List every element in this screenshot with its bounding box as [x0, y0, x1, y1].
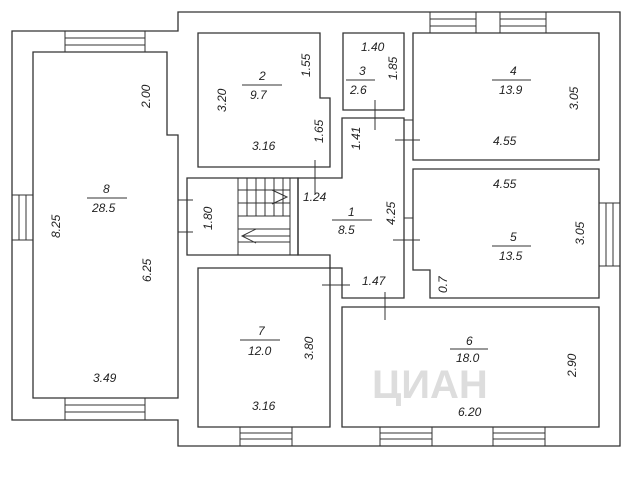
room-2-label: 2 9.7 3.20 1.55 1.65 3.16	[215, 53, 326, 153]
svg-text:1.24: 1.24	[303, 190, 327, 204]
svg-text:2.00: 2.00	[139, 84, 153, 109]
room-6-outline	[341, 306, 600, 428]
svg-text:4: 4	[510, 64, 517, 78]
svg-text:2.6: 2.6	[349, 83, 367, 97]
svg-text:3.49: 3.49	[93, 371, 117, 385]
svg-text:28.5: 28.5	[91, 201, 116, 215]
svg-text:2.90: 2.90	[565, 353, 579, 378]
room-3-label: 3 2.6 1.40 1.85	[346, 40, 400, 97]
room-8-label: 8 28.5 2.00 8.25 6.25 3.49	[49, 84, 154, 385]
svg-text:8.25: 8.25	[49, 214, 63, 238]
svg-text:2: 2	[258, 69, 266, 83]
room-2-outline	[197, 32, 331, 168]
svg-text:0.7: 0.7	[436, 275, 450, 293]
svg-text:1.65: 1.65	[312, 119, 326, 143]
watermark: ЦИАН	[372, 363, 488, 407]
svg-text:1.55: 1.55	[299, 53, 313, 77]
svg-text:8.5: 8.5	[338, 223, 355, 237]
staircase	[237, 178, 291, 255]
svg-text:1: 1	[348, 205, 355, 219]
svg-text:3.16: 3.16	[252, 139, 276, 153]
stair-dimension: 1.80	[201, 206, 215, 230]
svg-text:18.0: 18.0	[456, 351, 480, 365]
svg-text:4.55: 4.55	[493, 177, 517, 191]
svg-text:7: 7	[258, 324, 266, 338]
svg-text:3.20: 3.20	[215, 88, 229, 112]
svg-text:3.05: 3.05	[567, 86, 581, 110]
svg-text:1.85: 1.85	[386, 56, 400, 80]
room-3-outline	[342, 32, 405, 111]
room-5-outline	[412, 168, 600, 299]
stair-outline	[186, 177, 299, 256]
svg-text:6: 6	[466, 334, 473, 348]
room-1-label: 1 8.5 1.41 4.25 1.24 1.47	[303, 127, 398, 288]
doors	[178, 100, 420, 320]
svg-text:5: 5	[510, 230, 517, 244]
room-1-outline	[297, 117, 405, 299]
svg-text:1.40: 1.40	[361, 40, 385, 54]
room-4-label: 4 13.9 3.05 4.55	[492, 64, 581, 148]
svg-text:3: 3	[359, 64, 366, 78]
svg-text:4.55: 4.55	[493, 134, 517, 148]
svg-text:1.41: 1.41	[349, 127, 363, 150]
svg-text:3.05: 3.05	[573, 221, 587, 245]
svg-text:8: 8	[103, 182, 110, 196]
windows	[11, 11, 621, 447]
svg-text:6.25: 6.25	[140, 258, 154, 282]
svg-text:4.25: 4.25	[384, 201, 398, 225]
svg-text:3.16: 3.16	[252, 399, 276, 413]
svg-text:13.5: 13.5	[499, 249, 523, 263]
room-6-label: 6 18.0 2.90 6.20	[450, 334, 579, 419]
room-5-label: 5 13.5 4.55 3.05 0.7	[436, 177, 587, 293]
svg-text:3.80: 3.80	[302, 336, 316, 360]
room-8-outline	[32, 51, 179, 399]
svg-text:13.9: 13.9	[499, 83, 523, 97]
svg-text:9.7: 9.7	[250, 88, 268, 102]
svg-text:1.47: 1.47	[362, 274, 387, 288]
svg-text:12.0: 12.0	[248, 344, 272, 358]
room-7-label: 7 12.0 3.80 3.16	[240, 324, 316, 413]
svg-text:6.20: 6.20	[458, 405, 482, 419]
room-7-outline	[197, 267, 331, 428]
